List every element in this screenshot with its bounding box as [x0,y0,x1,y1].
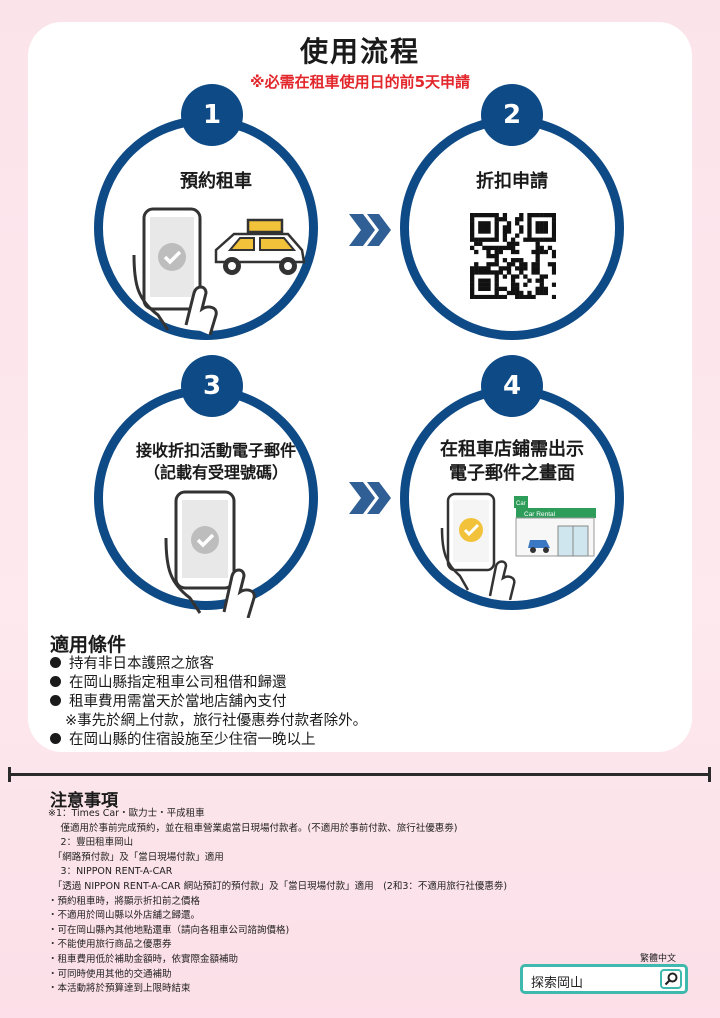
language-label[interactable]: 繁體中文 [640,954,677,964]
car-icon [214,218,306,275]
page-title: 使用流程 [299,35,420,68]
note-line: ・不能使用旅行商品之優惠券 [48,939,172,951]
note-line: 僅適用於事前完成預約，並在租車營業處當日現場付款者。(不適用於事前付款、旅行社優… [48,822,458,834]
note-line: ・本活動將於預算達到上限時結束 [48,983,191,995]
notes-title: 注意事項 [50,791,118,811]
step-2-number: 2 [481,84,543,146]
note-line: ※1：Times Car・歐力士・平成租車 [48,808,205,819]
step-3-label-line2: （記載有受理號碼） [143,463,288,482]
note-line: 3：NIPPON RENT-A-CAR [48,866,173,878]
notes-list: ※1：Times Car・歐力士・平成租車 僅適用於事前完成預約，並在租車營業處… [48,807,507,997]
svg-text:Car Rental: Car Rental [524,511,556,518]
note-line: ・可在岡山縣內其他地點還車（請向各租車公司諮詢價格) [48,924,290,936]
list-item: 在岡山縣的住宿設施至少住宿一晚以上 [50,731,367,750]
note-line: 「網路預付款」及「當日現場付款」適用 [48,851,224,863]
car-rental-store-icon: Car Car Rental [514,496,596,557]
note-line: ・可同時使用其他的交通補助 [48,968,172,980]
step-4-number: 4 [481,355,543,417]
list-item: 租車費用需當天於當地店舖內支付 [50,693,367,712]
note-line: ・預約租車時，將顯示折扣前之價格 [48,895,201,907]
step-4-label-line1: 在租車店鋪需出示 [440,439,584,460]
flow-card [28,22,692,752]
page-subtitle: ※必需在租車使用日的前5天申請 [249,73,471,91]
divider [8,767,711,782]
search-icon [664,972,678,986]
list-item: 在岡山縣指定租車公司租借和歸還 [50,674,367,693]
step-3-label-line1: 接收折扣活動電子郵件 [135,441,296,460]
conditions-title: 適用條件 [50,634,127,656]
smartphone-check-icon [164,490,256,618]
search-button[interactable] [660,969,682,989]
conditions-note: ※事先於網上付款，旅行社優惠券付款者除外。 [65,713,368,729]
double-chevron-right-icon [349,482,391,514]
smartphone-check-icon [440,492,516,600]
note-line: ・不適用於岡山縣以外店舖之歸還。 [48,910,201,922]
note-line: 2：豐田租車岡山 [48,837,134,849]
conditions-list: 持有非日本護照之旅客 在岡山縣指定租車公司租借和歸還 租車費用需當天於當地店舖內… [50,655,367,750]
note-line: ・租車費用低於補助金額時，依實際金額補助 [48,953,239,965]
qr-code-icon [470,213,556,299]
double-chevron-right-icon [349,214,391,246]
smartphone-check-icon [132,207,218,335]
list-item: 持有非日本護照之旅客 [50,655,367,674]
search-text: 探索岡山 [531,976,584,991]
step-3-number: 3 [181,355,243,417]
step-4-label-line2: 電子郵件之畫面 [449,463,575,484]
note-line: 「透過 NIPPON RENT-A-CAR 網站預訂的預付款」及「當日現場付款」… [48,880,508,892]
step-1-number: 1 [181,84,243,146]
step-1-label: 預約租車 [180,171,252,192]
step-2-label: 折扣申請 [476,171,548,192]
svg-text:Car: Car [516,501,526,507]
search-box[interactable]: 探索岡山 [520,964,688,994]
